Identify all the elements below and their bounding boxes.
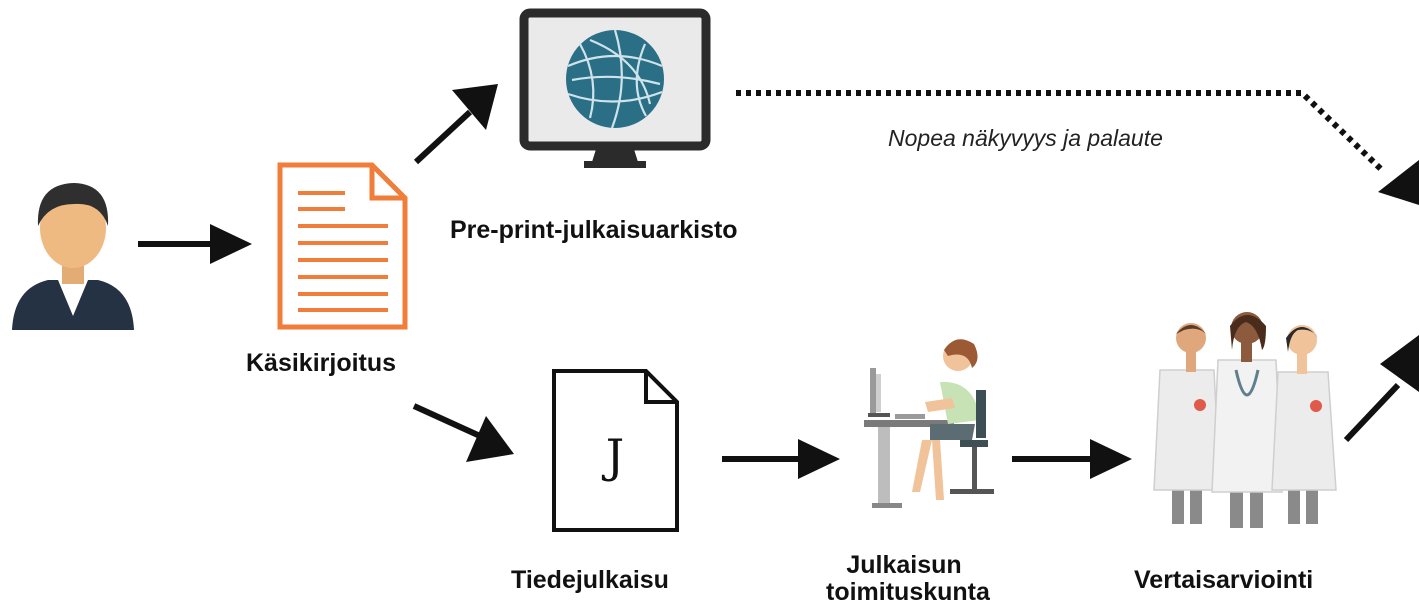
label-fast-visibility: Nopea näkyvyys ja palaute (888, 125, 1163, 151)
arrow-journal-to-editorial (722, 439, 840, 479)
preprint-monitor-icon (519, 8, 711, 168)
journal-letter: J (602, 429, 624, 483)
peer-reviewers-icon (1153, 312, 1337, 528)
author-avatar-icon (12, 183, 134, 330)
reviewer-left (1153, 323, 1221, 524)
label-editorial-board: Julkaisun toimituskunta (826, 551, 990, 606)
arrow-manuscript-to-preprint (413, 84, 498, 165)
editor-at-desk-icon (864, 339, 994, 508)
reviewer-middle (1211, 312, 1283, 528)
globe-icon (566, 29, 664, 129)
arrow-author-to-manuscript (138, 224, 252, 264)
label-manuscript: Käsikirjoitus (246, 349, 397, 377)
arrow-manuscript-to-journal (412, 403, 514, 462)
journal-document-icon (552, 369, 679, 532)
label-peer-review: Vertaisarviointi (1134, 566, 1314, 594)
manuscript-document-icon (277, 162, 408, 330)
arrow-review-to-publication (1343, 335, 1419, 443)
arrow-editorial-to-review (1012, 439, 1132, 479)
label-journal: Tiedejulkaisu (511, 566, 669, 594)
label-editorial-line1: Julkaisun (846, 551, 962, 579)
reviewer-right (1271, 325, 1337, 524)
label-preprint-archive: Pre-print-julkaisuarkisto (450, 216, 738, 244)
label-editorial-line2: toimituskunta (826, 578, 990, 606)
fast-visibility-dotted-arrow (736, 90, 1419, 205)
